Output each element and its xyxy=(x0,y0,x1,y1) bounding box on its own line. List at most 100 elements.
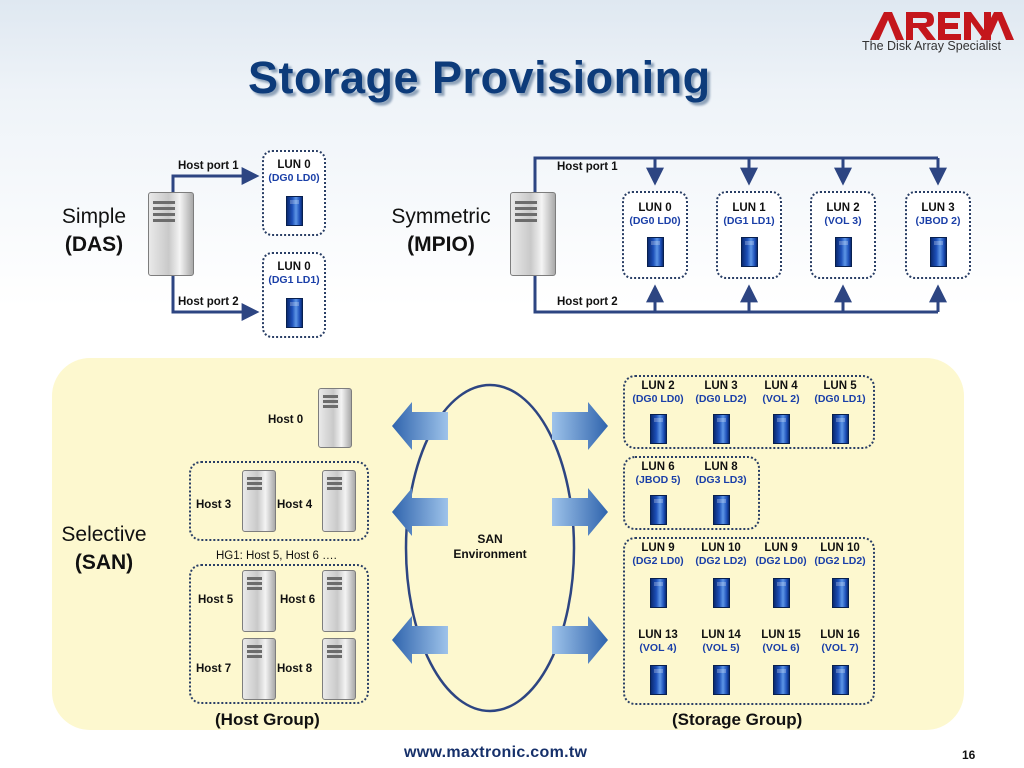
san-arrow-left-2 xyxy=(392,488,448,536)
disk-icon xyxy=(650,665,667,695)
disk-icon xyxy=(832,414,849,444)
lun-sub: (DG2 LD2) xyxy=(695,555,747,567)
das-server xyxy=(148,192,194,276)
lun-name: LUN 0 xyxy=(277,261,311,273)
lun-name: LUN 10 xyxy=(820,542,860,554)
sg3-lun-6: LUN 15 (VOL 6) xyxy=(749,629,813,695)
sg1-lun-2: LUN 4 (VOL 2) xyxy=(749,380,813,444)
mpio-mode: Symmetric xyxy=(391,205,491,228)
mpio-port2-label: Host port 2 xyxy=(557,296,618,308)
lun-sub: (DG0 LD0) xyxy=(629,215,681,227)
host7-label: Host 7 xyxy=(196,663,232,675)
host-group-2 xyxy=(189,564,369,704)
mpio-lun-box-2: LUN 2 (VOL 3) xyxy=(810,191,876,279)
lun-sub: (VOL 6) xyxy=(762,642,800,654)
lun-sub: (JBOD 5) xyxy=(635,474,681,486)
lun-name: LUN 2 xyxy=(826,202,860,214)
disk-icon xyxy=(650,495,667,525)
disk-icon xyxy=(773,665,790,695)
mpio-port2-line xyxy=(533,268,938,314)
lun-sub: (DG2 LD0) xyxy=(755,555,807,567)
lun-sub: (VOL 3) xyxy=(824,215,862,227)
sg3-lun-1: LUN 10 (DG2 LD2) xyxy=(689,542,753,608)
disk-icon xyxy=(773,414,790,444)
host3-server xyxy=(242,470,276,532)
page-title: Storage Provisioning xyxy=(248,52,711,103)
lun-name: LUN 1 xyxy=(732,202,766,214)
lun-sub: (VOL 7) xyxy=(821,642,859,654)
san-ellipse xyxy=(404,383,576,713)
san-arrow-right-1 xyxy=(552,402,608,450)
das-port1-line xyxy=(171,167,260,198)
lun-sub: (VOL 2) xyxy=(762,393,800,405)
disk-icon xyxy=(647,237,664,267)
host8-label: Host 8 xyxy=(277,663,313,675)
lun-sub: (DG0 LD2) xyxy=(695,393,747,405)
lun-name: LUN 3 xyxy=(704,380,738,392)
lun-sub: (VOL 5) xyxy=(702,642,740,654)
logo-tagline: The Disk Array Specialist xyxy=(862,39,1001,53)
footer-url[interactable]: www.maxtronic.com.tw xyxy=(404,744,588,761)
das-mode-bold: (DAS) xyxy=(64,233,124,256)
san-arrow-left-3 xyxy=(392,616,448,664)
sg1-lun-1: LUN 3 (DG0 LD2) xyxy=(689,380,753,444)
host6-label: Host 6 xyxy=(280,594,316,606)
mpio-server xyxy=(510,192,556,276)
sg1-lun-0: LUN 2 (DG0 LD0) xyxy=(626,380,690,444)
san-arrow-left-1 xyxy=(392,402,448,450)
lun-sub: (VOL 4) xyxy=(639,642,677,654)
sg3-lun-3: LUN 10 (DG2 LD2) xyxy=(808,542,872,608)
disk-icon xyxy=(650,414,667,444)
storage-group-label: (Storage Group) xyxy=(672,710,803,729)
host0-label: Host 0 xyxy=(268,414,304,426)
san-panel xyxy=(52,358,964,730)
storage-group-1 xyxy=(623,375,875,449)
lun-sub: (DG0 LD0) xyxy=(632,393,684,405)
disk-icon xyxy=(713,414,730,444)
lun-name: LUN 14 xyxy=(701,629,741,641)
disk-icon xyxy=(835,237,852,267)
mpio-mode-label: Symmetric (MPIO) xyxy=(384,203,498,259)
disk-icon xyxy=(286,298,303,328)
host5-label: Host 5 xyxy=(198,594,234,606)
host7-server xyxy=(242,638,276,700)
lun-name: LUN 8 xyxy=(704,461,738,473)
disk-icon xyxy=(713,495,730,525)
das-mode-label: Simple (DAS) xyxy=(58,203,130,259)
mpio-lun-box-0: LUN 0 (DG0 LD0) xyxy=(622,191,688,279)
disk-icon xyxy=(286,196,303,226)
host0-server xyxy=(318,388,352,448)
san-env-line2: Environment xyxy=(453,547,527,561)
lun-name: LUN 16 xyxy=(820,629,860,641)
sg3-lun-4: LUN 13 (VOL 4) xyxy=(626,629,690,695)
lun-name: LUN 4 xyxy=(764,380,798,392)
lun-sub: (JBOD 2) xyxy=(915,215,961,227)
lun-name: LUN 9 xyxy=(764,542,798,554)
disk-icon xyxy=(832,578,849,608)
disk-icon xyxy=(773,578,790,608)
disk-icon xyxy=(650,578,667,608)
das-lun-box-1: LUN 0 (DG0 LD0) xyxy=(262,150,326,236)
lun-name: LUN 15 xyxy=(761,629,801,641)
lun-sub: (DG3 LD3) xyxy=(695,474,747,486)
san-mode: Selective xyxy=(61,523,147,546)
lun-sub: (DG1 LD1) xyxy=(268,274,320,286)
lun-name: LUN 13 xyxy=(638,629,678,641)
storage-group-2 xyxy=(623,456,760,530)
sg3-lun-5: LUN 14 (VOL 5) xyxy=(689,629,753,695)
das-port1-label: Host port 1 xyxy=(178,160,239,172)
host-group-label: (Host Group) xyxy=(215,710,320,729)
mpio-lun-box-1: LUN 1 (DG1 LD1) xyxy=(716,191,782,279)
disk-icon xyxy=(741,237,758,267)
das-mode: Simple xyxy=(61,205,127,228)
lun-sub: (DG0 LD1) xyxy=(814,393,866,405)
disk-icon xyxy=(713,578,730,608)
host4-label: Host 4 xyxy=(277,499,313,511)
sg3-lun-0: LUN 9 (DG2 LD0) xyxy=(626,542,690,608)
san-mode-bold: (SAN) xyxy=(74,551,134,574)
host8-server xyxy=(322,638,356,700)
lun-name: LUN 9 xyxy=(641,542,675,554)
lun-sub: (DG2 LD0) xyxy=(632,555,684,567)
sg3-lun-2: LUN 9 (DG2 LD0) xyxy=(749,542,813,608)
lun-name: LUN 0 xyxy=(277,159,311,171)
